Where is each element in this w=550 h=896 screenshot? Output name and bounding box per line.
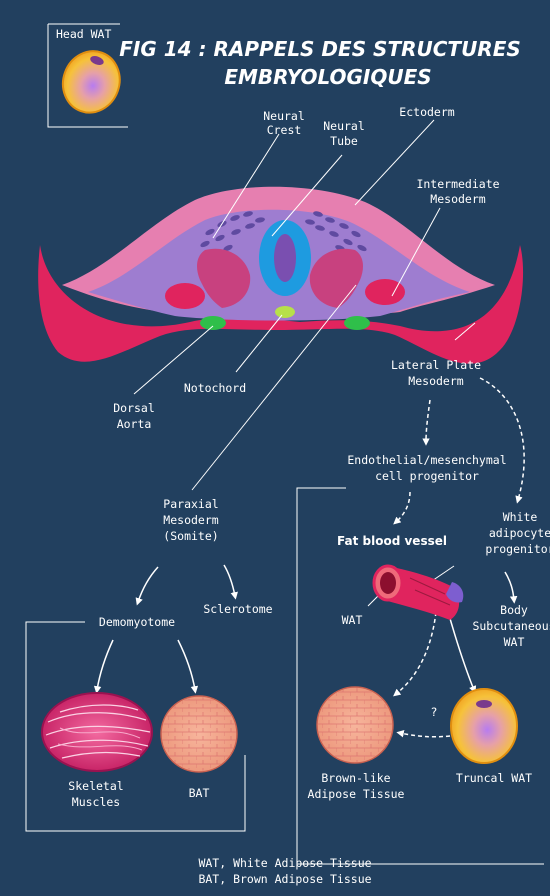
arrow-truncal-to-brown-like	[400, 733, 450, 737]
intermediate-mesoderm-label-1: Intermediate	[416, 177, 499, 191]
white-progenitor-label-3: progenitor	[485, 542, 550, 556]
bat-icon	[161, 696, 237, 772]
body-wat-label-1: Body	[500, 603, 528, 617]
flow-arrows	[97, 378, 524, 737]
skeletal-muscles-label-2: Muscles	[72, 795, 120, 809]
title-line-2: EMBRYOLOGIQUES	[224, 65, 431, 89]
sclerotome-label: Sclerotome	[203, 602, 272, 616]
head-wat-inset: Head WAT	[48, 24, 128, 127]
ectoderm-label: Ectoderm	[399, 105, 454, 119]
left-dorsal-aorta	[200, 316, 226, 330]
arrow-vessel-to-truncal	[447, 608, 474, 690]
brown-like-adipose-icon	[317, 687, 393, 763]
endothelial-label-2: cell progenitor	[375, 469, 479, 483]
arrow-endothelial-to-vessel	[396, 492, 410, 522]
lateral-plate-label-1: Lateral Plate	[391, 358, 481, 372]
embryo-cross-section	[38, 187, 523, 364]
arrow-demomyotome-to-bat	[178, 640, 195, 690]
arrow-paraxial-to-sclerotome	[224, 565, 235, 596]
lateral-plate-label-2: Mesoderm	[408, 374, 463, 388]
arrow-lateral-to-endothelial	[426, 400, 430, 442]
right-dorsal-aorta	[344, 316, 370, 330]
neural-tube-lumen	[274, 234, 296, 282]
question-mark-label: ?	[431, 705, 438, 719]
title-line-1: FIG 14 : RAPPELS DES STRUCTURES	[119, 37, 521, 61]
white-progenitor-label-2: adipocyte	[489, 526, 550, 540]
fat-blood-vessel-icon	[374, 566, 463, 620]
skeletal-muscles-label-1: Skeletal	[68, 779, 123, 793]
endothelial-label-1: Endothelial/mesenchymal	[347, 453, 506, 467]
notochord	[275, 306, 295, 318]
truncal-wat-cell-icon	[451, 689, 517, 763]
demomyotome-label: Demomyotome	[99, 615, 175, 629]
neural-tube-label-2: Tube	[330, 134, 358, 148]
head-wat-label: Head WAT	[56, 27, 111, 41]
truncal-wat-label: Truncal WAT	[456, 771, 532, 785]
brown-like-label-2: Adipose Tissue	[308, 787, 405, 801]
fat-blood-vessel-label: Fat blood vessel	[337, 534, 447, 548]
skeletal-muscle-icon	[42, 693, 152, 771]
wat-label: WAT	[342, 613, 363, 627]
left-intermediate-mesoderm	[165, 283, 205, 309]
bat-label: BAT	[189, 786, 210, 800]
paraxial-label-3: (Somite)	[163, 529, 218, 543]
body-wat-label-3: WAT	[504, 635, 525, 649]
footer-line-2: BAT, Brown Adipose Tissue	[198, 872, 371, 886]
notochord-label: Notochord	[184, 381, 246, 395]
dorsal-aorta-label-2: Aorta	[117, 417, 152, 431]
brown-like-label-1: Brown-like	[321, 771, 390, 785]
body-wat-label-2: Subcutaneous	[472, 619, 550, 633]
neural-tube-label-1: Neural	[323, 119, 365, 133]
arrow-paraxial-to-demomyotome	[138, 567, 158, 602]
dorsal-aorta-label-1: Dorsal	[113, 401, 155, 415]
white-progenitor-label-1: White	[503, 510, 538, 524]
neural-crest-label-2: Crest	[267, 123, 302, 137]
arrow-progenitor-to-body-wat	[505, 572, 514, 600]
footer-line-1: WAT, White Adipose Tissue	[198, 856, 371, 870]
paraxial-label-2: Mesoderm	[163, 513, 218, 527]
arrow-lateral-to-white-progenitor	[480, 378, 524, 500]
head-wat-cell-icon	[54, 43, 128, 120]
arrow-demomyotome-to-muscle	[97, 640, 113, 690]
intermediate-mesoderm-label-2: Mesoderm	[430, 192, 485, 206]
arrow-vessel-to-brown-like	[396, 612, 436, 694]
neural-crest-label-1: Neural	[263, 109, 305, 123]
paraxial-label-1: Paraxial	[163, 497, 218, 511]
